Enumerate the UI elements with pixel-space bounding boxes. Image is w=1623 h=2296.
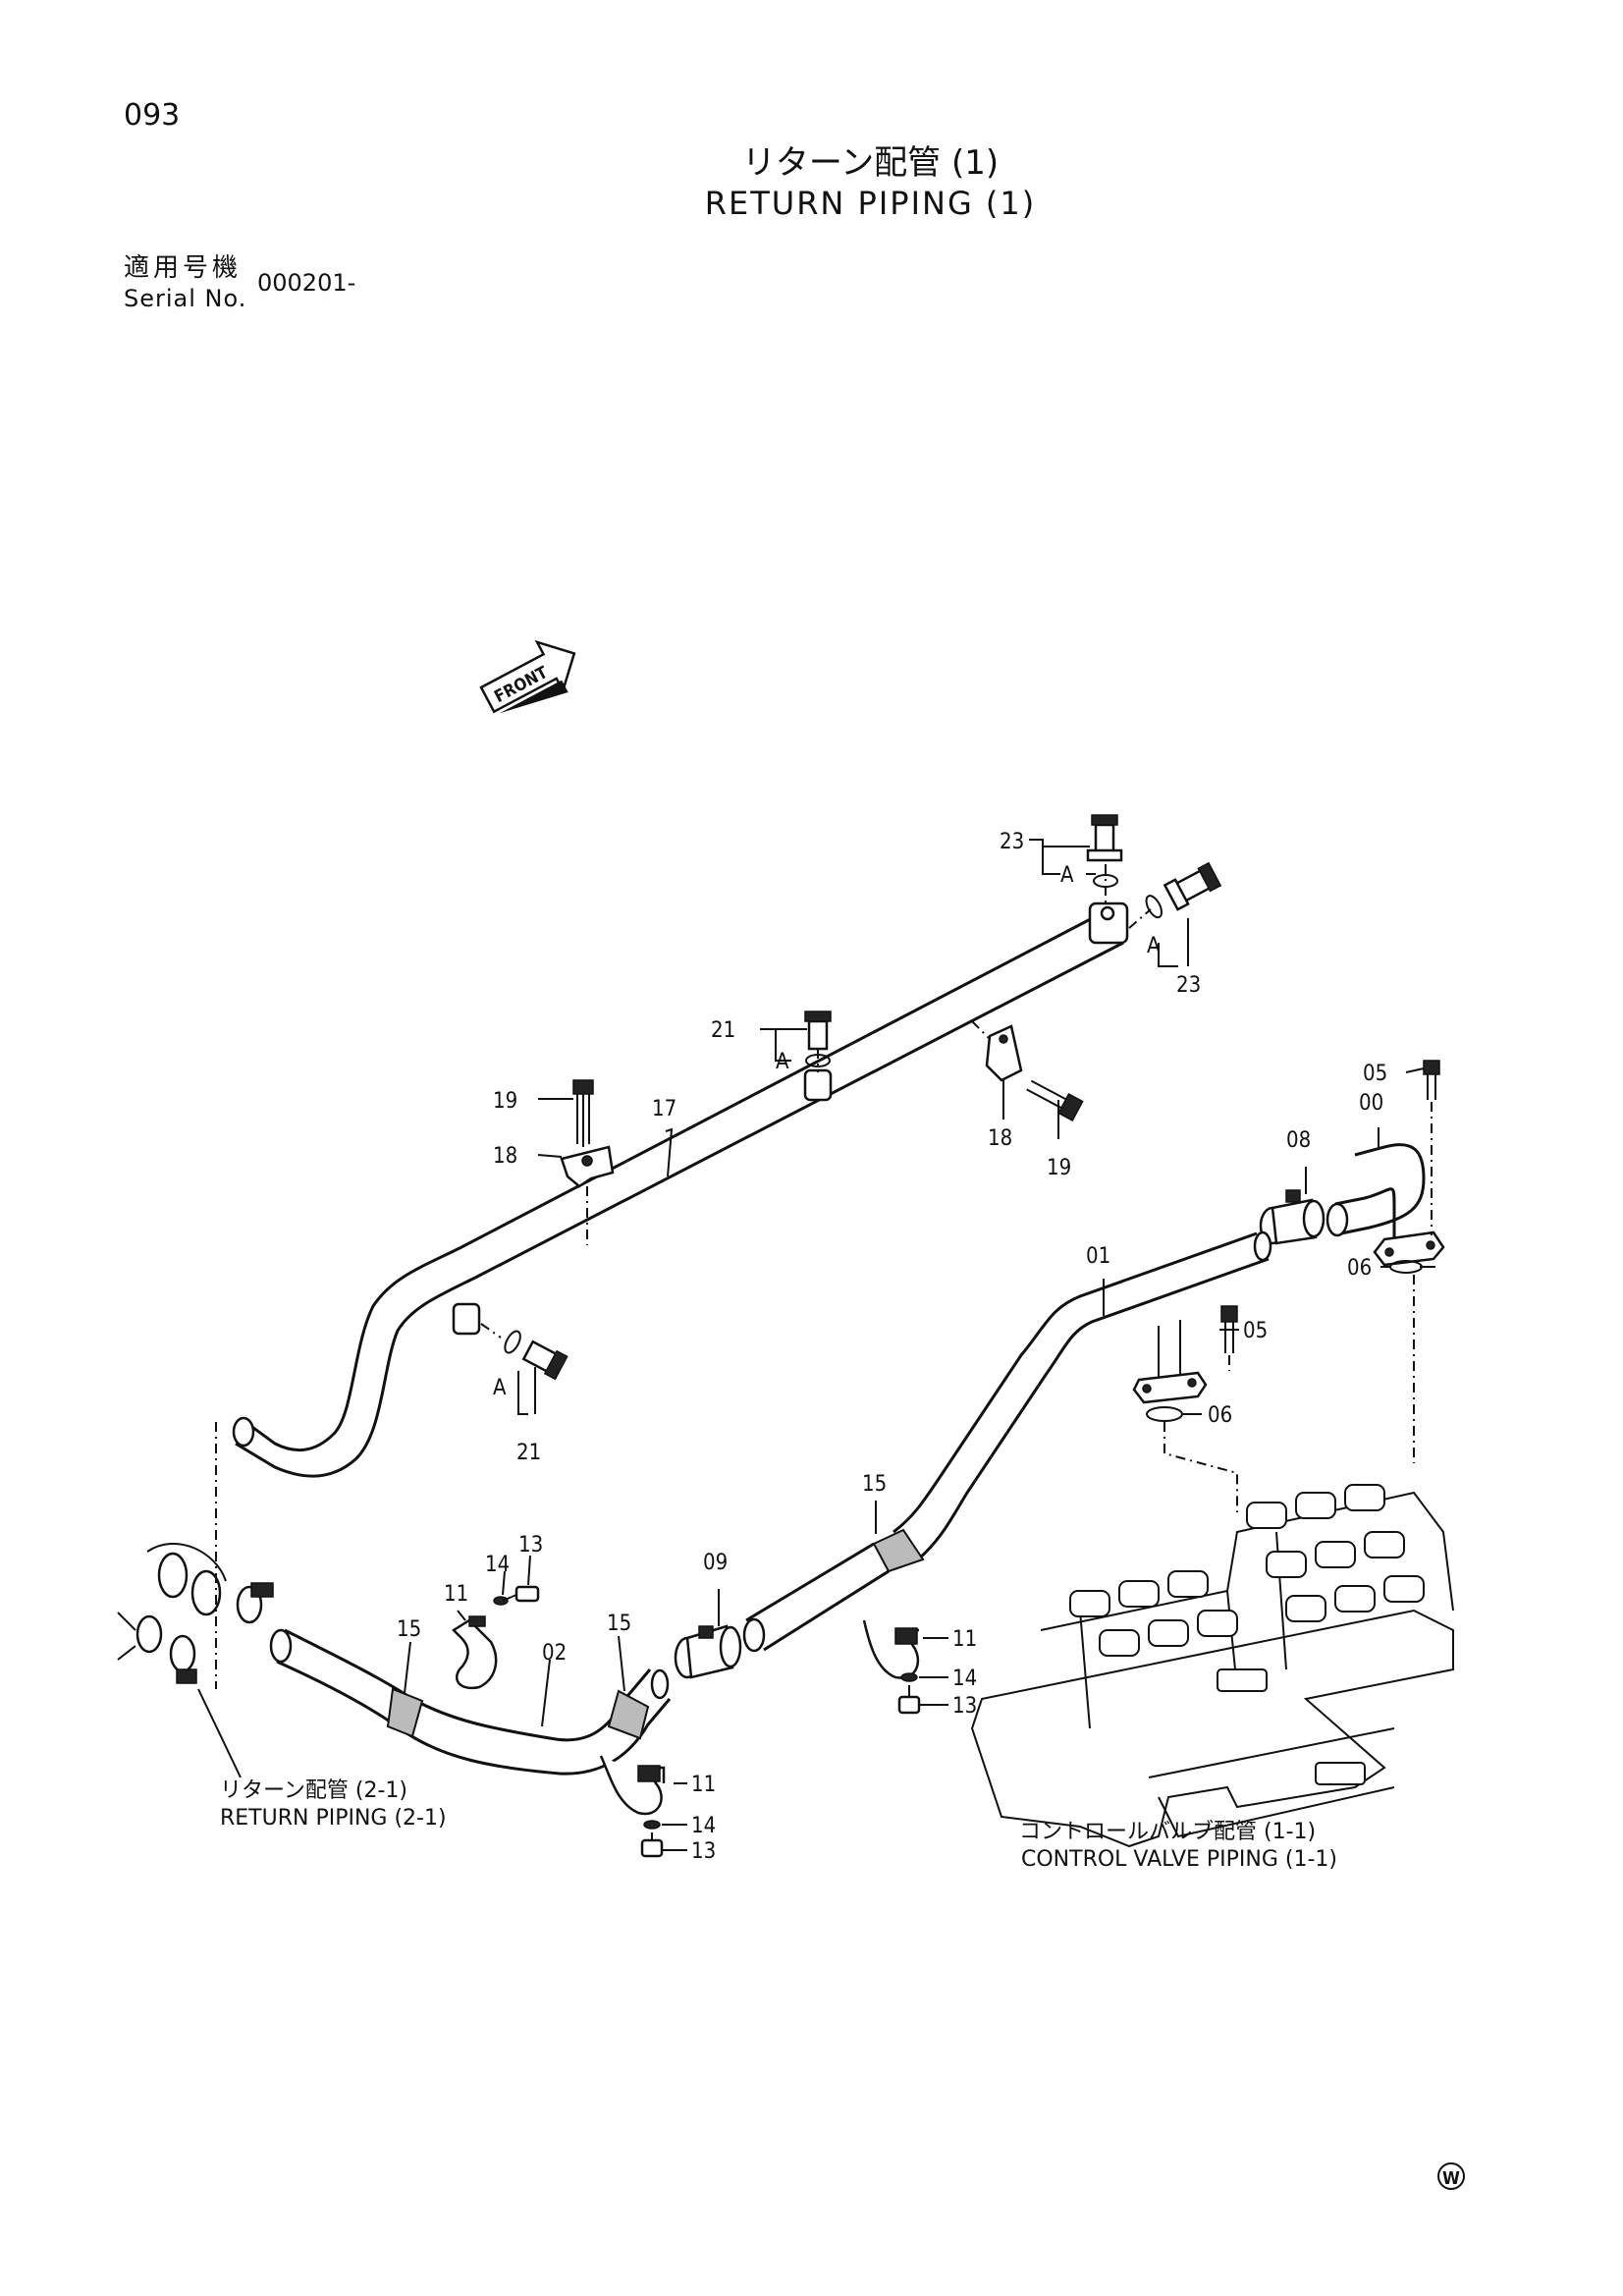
- callout-a: A: [1147, 934, 1161, 958]
- callout-21: 21: [711, 1018, 735, 1043]
- callout-a: A: [493, 1376, 507, 1400]
- callout-11: 11: [691, 1773, 716, 1797]
- callout-08: 08: [1286, 1128, 1311, 1153]
- callout-01: 01: [1086, 1244, 1110, 1269]
- hose-clamp-09: [674, 1624, 742, 1679]
- bolt-05-mid: [1220, 1305, 1238, 1353]
- bolt-13-left: [502, 1585, 540, 1603]
- hose-clamp-08: [1259, 1189, 1325, 1245]
- clamp-18-left: [560, 1145, 615, 1188]
- page-number: 093: [124, 98, 181, 133]
- callout-15: 15: [607, 1612, 631, 1636]
- page-title-japanese: リターン配管 (1): [741, 143, 1000, 183]
- bolt-13-mid: [640, 1832, 664, 1858]
- callout-18: 18: [493, 1144, 517, 1169]
- callout-11: 11: [952, 1627, 977, 1652]
- bolt-19-left: [572, 1079, 594, 1147]
- gasket-06-mid: [1146, 1406, 1183, 1422]
- fitting-23-top: [1086, 814, 1123, 903]
- bolt-13-right: [897, 1685, 921, 1715]
- callout-a: A: [776, 1050, 789, 1074]
- return-pipe-17: [232, 902, 1129, 1478]
- clamp-11-mid: [599, 1755, 666, 1816]
- callout-14: 14: [485, 1553, 510, 1577]
- callout-13: 13: [952, 1694, 977, 1719]
- hose-pipe-09: [742, 1528, 925, 1653]
- serial-label: Serial No.: [124, 285, 247, 312]
- ref-return-piping: RETURN PIPING (2-1): [220, 1806, 447, 1831]
- bolt-19-right: [1026, 1079, 1084, 1122]
- ref-control-valve-piping-jp: コントロールバルブ配管 (1-1): [1019, 1820, 1316, 1844]
- publisher-mark: W: [1437, 2162, 1465, 2190]
- callout-02: 02: [542, 1641, 567, 1666]
- callout-05: 05: [1363, 1062, 1387, 1086]
- callout-19: 19: [1047, 1156, 1071, 1180]
- pipe-02: [269, 1628, 672, 1776]
- callout-14: 14: [952, 1667, 977, 1691]
- bolt-05-top: [1423, 1060, 1440, 1100]
- page-title: RETURN PIPING (1): [704, 185, 1037, 222]
- fitting-21-lower: [504, 1330, 568, 1381]
- fitting-23-side: [1145, 861, 1222, 919]
- washer-14-right: [900, 1672, 918, 1682]
- callout-09: 09: [703, 1551, 728, 1575]
- serial-number: 000201-: [257, 269, 356, 297]
- serial-label-japanese: 適用号機: [124, 253, 243, 283]
- hose-clamps-left: [117, 1422, 274, 1778]
- clamp-11-right: [862, 1619, 920, 1679]
- front-arrow-icon: FRONT: [479, 639, 576, 714]
- reference-labels: リターン配管 (2-1) RETURN PIPING (2-1) コントロールバ…: [220, 1778, 1337, 1872]
- clamp-11-left: [452, 1615, 498, 1690]
- callout-a: A: [1060, 863, 1074, 888]
- callout-06: 06: [1347, 1256, 1372, 1281]
- pipe-01: [893, 1230, 1272, 1561]
- washer-14-mid: [643, 1820, 661, 1830]
- callout-17: 17: [652, 1097, 676, 1121]
- control-valve-block: [970, 1484, 1454, 1848]
- callout-06: 06: [1208, 1403, 1232, 1428]
- svg-text:W: W: [1442, 2168, 1460, 2189]
- callout-14: 14: [691, 1814, 716, 1838]
- callout-00: 00: [1359, 1091, 1383, 1116]
- callout-21: 21: [516, 1441, 541, 1465]
- callout-15: 15: [397, 1617, 421, 1642]
- callout-05: 05: [1243, 1319, 1268, 1343]
- callout-23: 23: [1000, 830, 1024, 854]
- ref-control-valve-piping: CONTROL VALVE PIPING (1-1): [1021, 1847, 1337, 1872]
- callout-13: 13: [518, 1533, 543, 1558]
- leader-lines: [404, 839, 1435, 1851]
- washer-14-left: [493, 1596, 509, 1606]
- callout-11: 11: [444, 1582, 468, 1607]
- clamp-18-right: [985, 1024, 1023, 1082]
- callout-19: 19: [493, 1089, 517, 1114]
- callout-labels: 23 A A 23 21 A A 21 19 18 17 18 19 05 00…: [397, 830, 1387, 1864]
- callout-23: 23: [1176, 973, 1201, 998]
- fitting-21-middle: [804, 1011, 832, 1072]
- callout-18: 18: [988, 1126, 1012, 1151]
- callout-15: 15: [862, 1472, 887, 1497]
- ref-return-piping-jp: リターン配管 (2-1): [220, 1778, 407, 1803]
- callout-13: 13: [691, 1839, 716, 1864]
- elbow-00: [1325, 1143, 1445, 1267]
